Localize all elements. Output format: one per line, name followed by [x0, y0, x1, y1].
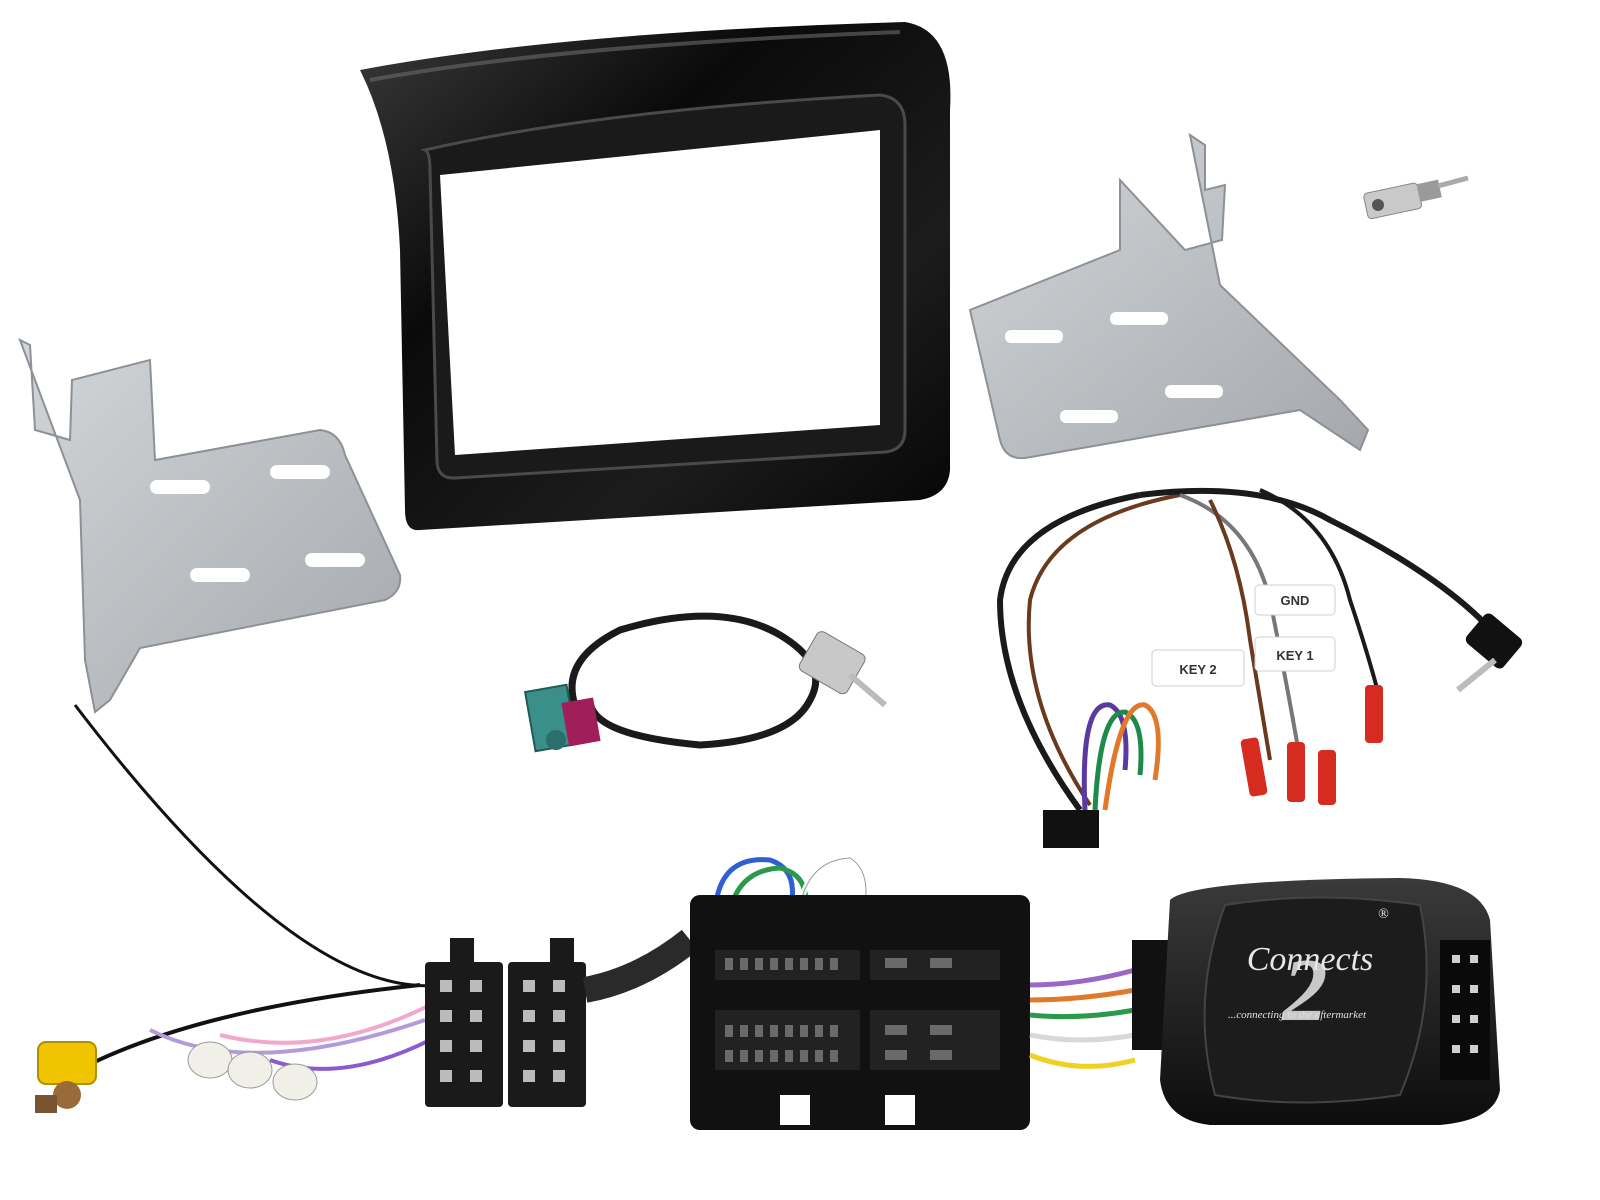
tag-key1: KEY 1: [1254, 636, 1336, 672]
molex-connector: [1043, 810, 1099, 848]
red-bullet-connectors: [1240, 685, 1383, 805]
registered-mark: ®: [1378, 907, 1389, 922]
brand-logo-number: 2: [1281, 941, 1328, 1040]
fascia-opening: [440, 130, 880, 455]
module-wires: [1029, 940, 1177, 1069]
tag-key2: KEY 2: [1151, 649, 1245, 687]
din-antenna-adapter: [1363, 175, 1469, 220]
brand-tagline: ...connecting to the aftermarket: [1228, 1009, 1367, 1021]
speaker-wire-group: [149, 1003, 431, 1101]
fakra-antenna-cable: [523, 612, 887, 753]
tag-key1-text: KEY 1: [1276, 648, 1313, 663]
left-mounting-bracket: [18, 337, 402, 714]
harness-loom: [582, 854, 869, 1003]
tag-gnd-text: GND: [1281, 593, 1310, 608]
jack-plug: [1465, 613, 1523, 669]
iso-connectors: [425, 938, 586, 1107]
steering-control-lead: [996, 487, 1523, 848]
tag-gnd: GND: [1254, 584, 1336, 616]
rca-connector: [37, 1041, 97, 1085]
steering-interface-module: Connects 2 ® ...connecting to the afterm…: [1160, 878, 1500, 1125]
fascia-panel: [360, 22, 951, 531]
right-mounting-bracket: [968, 132, 1370, 460]
rca-lead: [35, 704, 441, 1113]
tag-key2-text: KEY 2: [1179, 662, 1216, 677]
brand-logo-text: Connects: [1247, 941, 1374, 978]
vehicle-connector: [690, 895, 1030, 1130]
